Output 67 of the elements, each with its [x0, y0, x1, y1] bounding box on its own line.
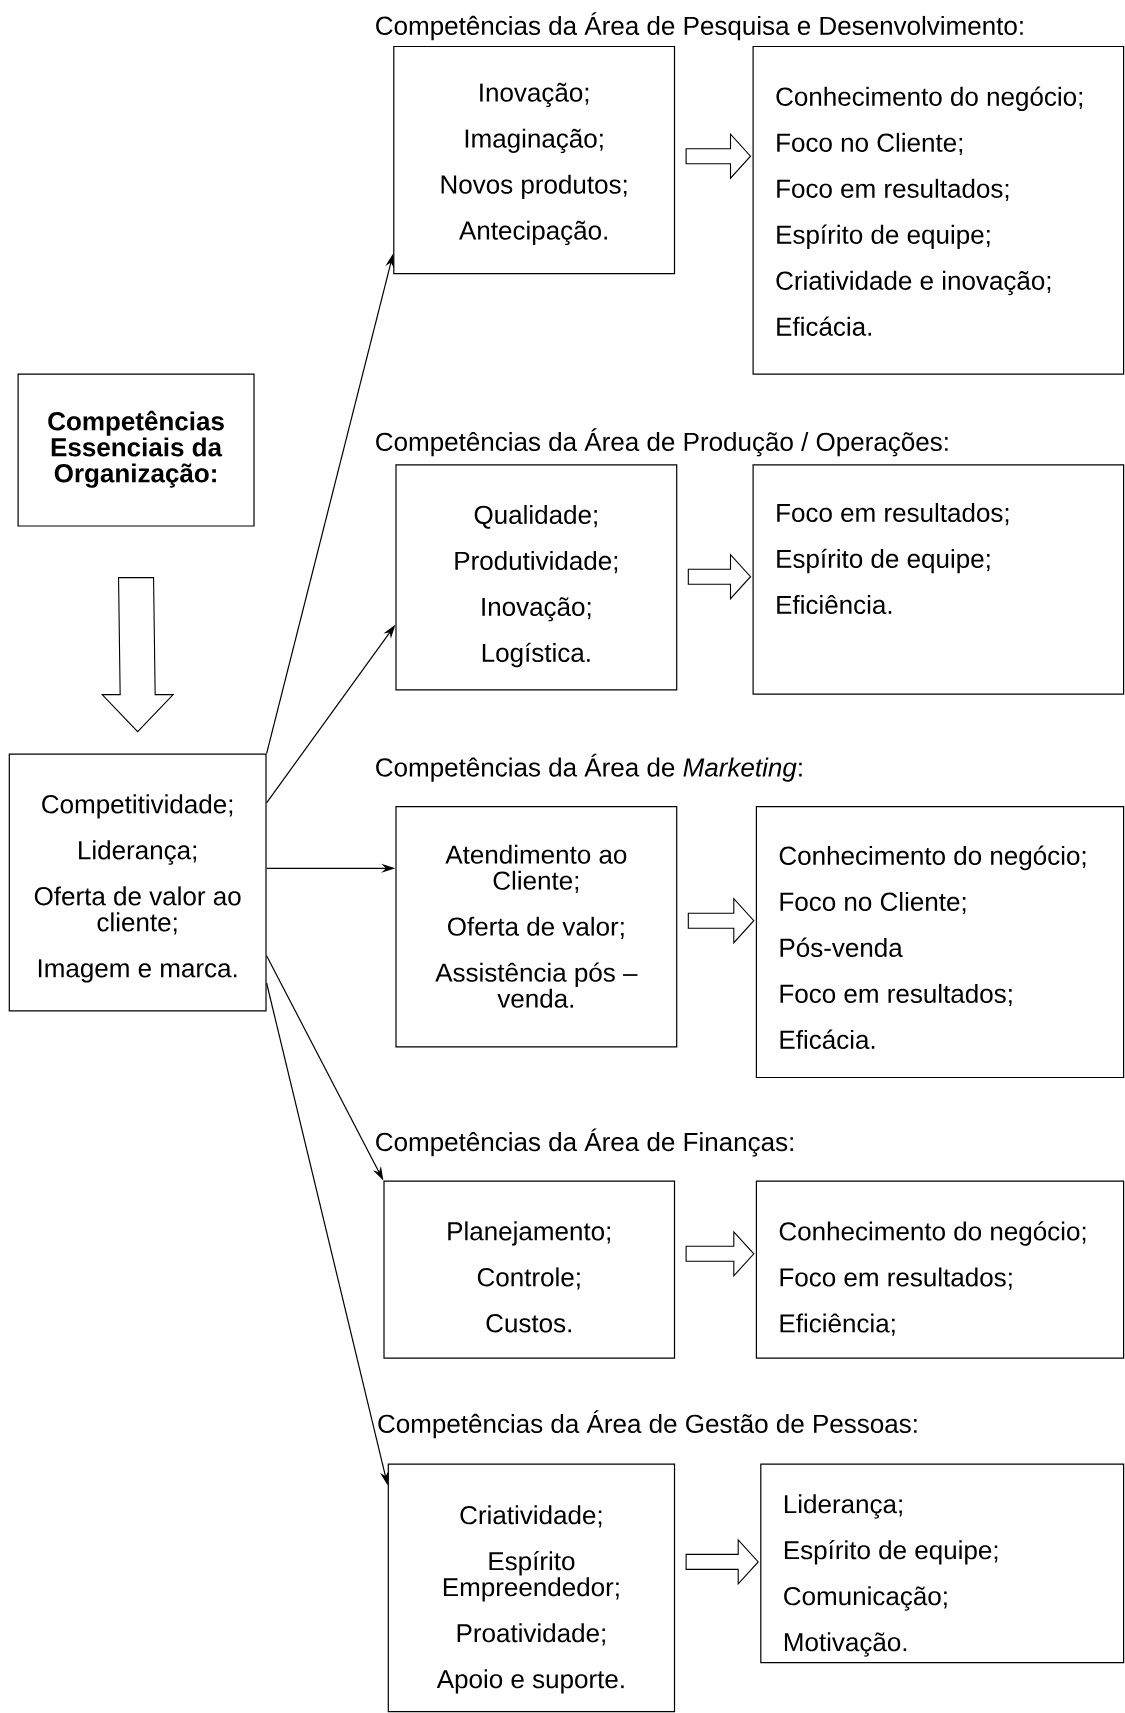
list-item: Criatividade e inovação;	[776, 270, 1051, 296]
list-item: Foco no Cliente;	[777, 132, 963, 155]
list-item: Proatividade;	[457, 1623, 605, 1646]
competency-box	[755, 806, 1125, 1079]
list-item: Inovação;	[482, 597, 591, 622]
list-item: Foco em resultados;	[780, 983, 1012, 1007]
list-item: Inovação;	[480, 82, 589, 107]
list-item: Atendimento ao Cliente;	[445, 844, 627, 893]
list-item: Foco em resultados;	[777, 502, 1009, 526]
competency-box	[755, 1180, 1125, 1359]
list-item: Foco no Cliente;	[780, 891, 966, 915]
competency-box	[395, 464, 678, 691]
list-item: Apoio e suporte.	[436, 1669, 624, 1694]
section-heading: Competências da Área de Pesquisa e Desenvolvimento:	[376, 12, 1023, 41]
block-arrow	[685, 132, 752, 180]
list-item: Eficácia.	[780, 1029, 875, 1049]
list-item: Imagem e marca.	[38, 959, 237, 983]
list-item: Qualidade;	[474, 504, 597, 529]
list-item: Competitividade;	[42, 794, 233, 819]
list-item: Produtividade;	[455, 550, 618, 574]
list-item: Espírito de equipe;	[777, 224, 990, 250]
competency-box	[395, 806, 678, 1048]
competency-box	[383, 1180, 676, 1359]
block-arrow	[687, 897, 755, 945]
list-item: Espírito Empreendedor;	[443, 1551, 619, 1602]
competency-box	[8, 753, 267, 1012]
list-item: Assistência pós – venda.	[435, 962, 638, 1008]
list-item: Criatividade;	[460, 1505, 602, 1528]
list-item: Conhecimento do negócio;	[779, 1221, 1086, 1246]
block-arrow	[685, 1538, 759, 1586]
list-item: Imaginação;	[465, 128, 603, 153]
list-item: Liderança;	[784, 1494, 902, 1519]
list-item: Antecipação.	[459, 220, 607, 245]
list-item: Competências Essenciais da Organização:	[48, 410, 224, 488]
list-item: Oferta de valor;	[448, 916, 624, 939]
section-heading: Competências da Área de Produção / Operações:	[376, 428, 948, 457]
competency-box	[760, 1463, 1125, 1664]
title-box	[17, 373, 255, 527]
list-item: Conhecimento do negócio;	[776, 86, 1082, 112]
list-item: Foco em resultados;	[780, 1267, 1012, 1290]
list-item: Eficiência;	[780, 1313, 895, 1336]
list-item: Conhecimento do negócio;	[779, 845, 1086, 871]
list-item: Espírito de equipe;	[777, 548, 990, 574]
list-item: Motivação.	[784, 1632, 907, 1657]
list-item: Comunicação;	[784, 1586, 947, 1611]
list-item: Eficiência.	[777, 594, 892, 615]
block-arrow	[685, 1230, 755, 1278]
competency-box	[752, 45, 1125, 375]
list-item: Novos produtos;	[441, 174, 627, 199]
section-heading: Competências da Área de Marketing:	[376, 753, 802, 782]
competency-box	[387, 1463, 676, 1713]
section-heading: Competências da Área de Finanças:	[376, 1128, 793, 1157]
list-item: Eficácia.	[777, 316, 871, 336]
block-arrow	[687, 553, 752, 601]
list-item: Logística.	[482, 642, 590, 668]
competency-box	[752, 464, 1125, 695]
block-arrow	[100, 577, 175, 733]
list-item: Liderança;	[79, 840, 196, 865]
list-item: Oferta de valor ao cliente;	[34, 886, 241, 935]
list-item: Planejamento;	[448, 1221, 610, 1246]
section-heading: Competências da Área de Gestão de Pessoas:	[378, 1410, 917, 1439]
competency-box	[393, 45, 676, 275]
list-item: Foco em resultados;	[777, 178, 1009, 201]
list-item: Pós-venda	[780, 937, 903, 957]
list-item: Espírito de equipe;	[784, 1540, 998, 1565]
list-item: Custos.	[486, 1314, 571, 1333]
list-item: Controle;	[477, 1267, 580, 1290]
